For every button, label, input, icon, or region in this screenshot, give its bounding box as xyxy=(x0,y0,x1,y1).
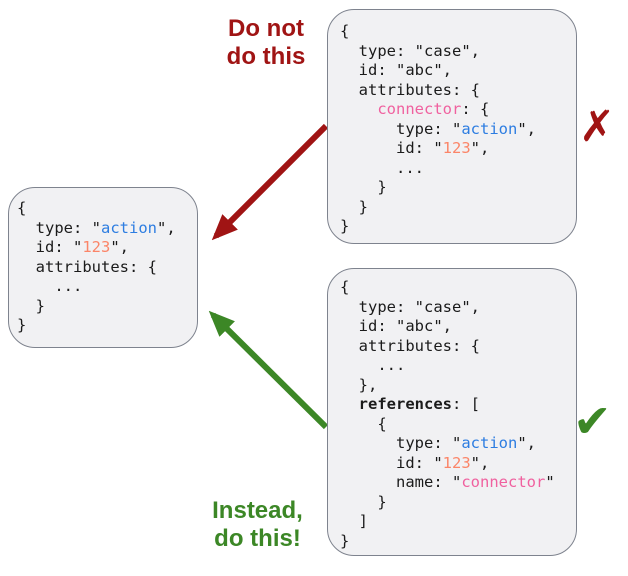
code-line: { xyxy=(340,22,350,40)
nested-connector-codebox: { type: "case", id: "abc", attributes: {… xyxy=(327,9,577,244)
action-object-codebox: { type: "action", id: "123", attributes:… xyxy=(8,187,198,348)
code-line: { xyxy=(340,278,350,296)
code-line: id: "abc", xyxy=(340,61,452,79)
instead-label: Instead, do this! xyxy=(200,497,315,553)
code-line: } xyxy=(340,217,350,235)
code-line: { xyxy=(17,199,27,217)
code-line: type: "action", xyxy=(340,434,536,452)
code-line: } xyxy=(17,296,45,315)
code-line: type: "action", xyxy=(340,119,536,138)
check-icon: ✔ xyxy=(573,394,612,448)
code-line: type: "case", xyxy=(340,41,480,60)
code-line: type: "case", xyxy=(340,297,480,316)
code-line: attributes: { xyxy=(340,80,480,99)
cross-icon: ✗ xyxy=(579,102,616,152)
code-line: { xyxy=(340,414,387,433)
code-line: } xyxy=(340,492,387,511)
code-line: type: "action", xyxy=(17,218,176,237)
code-line: ] xyxy=(340,512,368,530)
code-line: ... xyxy=(340,158,424,177)
code-line: }, xyxy=(340,375,378,394)
code-line: } xyxy=(340,531,350,550)
instead-label-line1: Instead, xyxy=(212,497,303,524)
do-not-arrow xyxy=(211,123,329,241)
code-line: id: "abc", xyxy=(340,317,452,335)
do-not-label-line1: Do not xyxy=(228,15,304,42)
code-line: } xyxy=(17,316,27,334)
code-line: attributes: { xyxy=(17,257,157,276)
code-line: references: [ xyxy=(358,395,480,413)
code-line: } xyxy=(340,178,387,196)
code-line: id: "123", xyxy=(17,238,129,256)
references-array-codebox: { type: "case", id: "abc", attributes: {… xyxy=(327,268,577,556)
code-line: ... xyxy=(17,277,83,295)
code-line: connector: { xyxy=(377,100,490,118)
do-not-label: Do not do this xyxy=(210,15,322,71)
code-line: id: "123", xyxy=(340,453,490,472)
code-line: ... xyxy=(340,356,406,374)
instead-arrow xyxy=(208,310,329,430)
code-line: } xyxy=(340,197,368,216)
code-line: name: "connector" xyxy=(340,473,555,491)
code-line: id: "123", xyxy=(340,139,490,157)
instead-label-line2: do this! xyxy=(214,525,301,552)
code-line: attributes: { xyxy=(340,336,480,355)
do-not-label-line2: do this xyxy=(226,43,306,70)
